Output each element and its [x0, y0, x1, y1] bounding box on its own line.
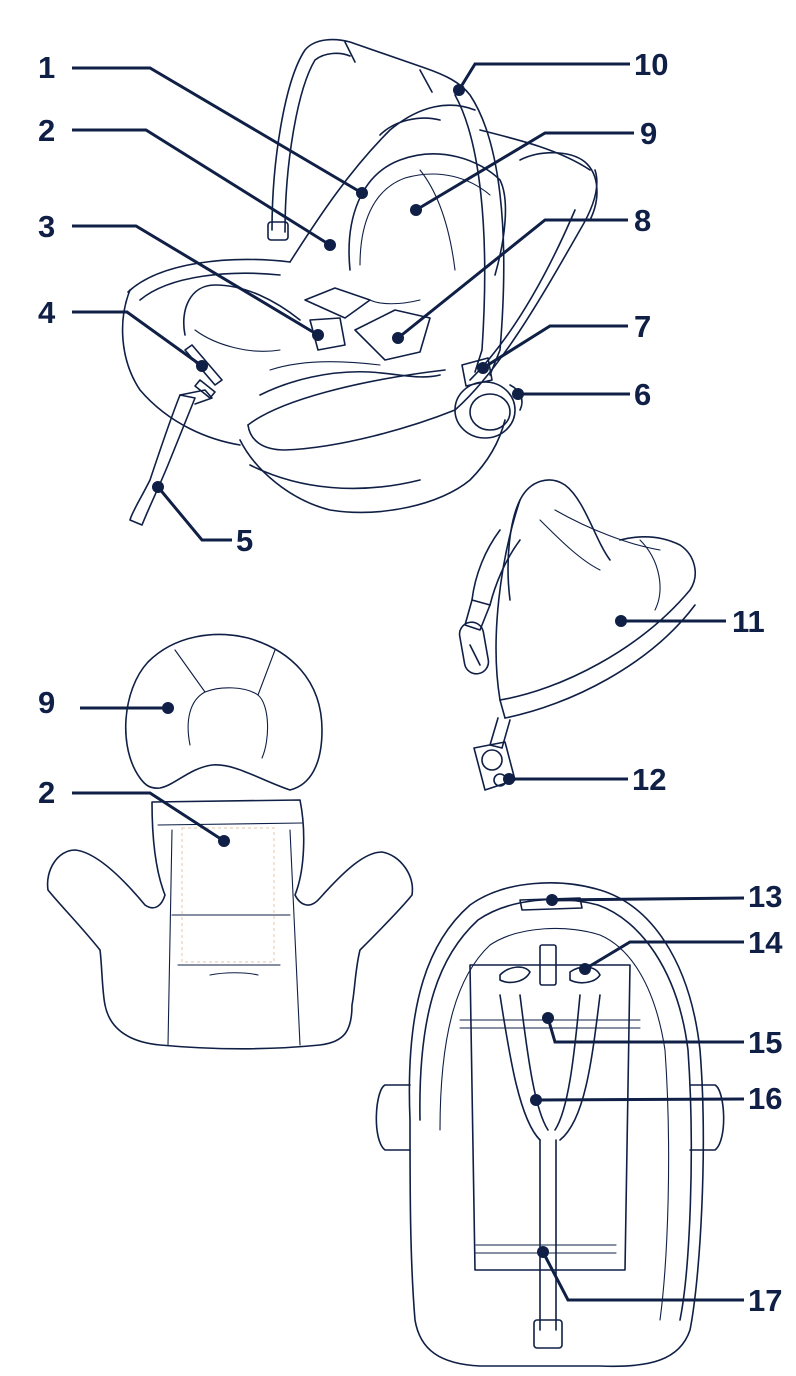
callout-6: 6 — [634, 377, 651, 412]
callout-1: 1 — [38, 50, 55, 85]
callout-10: 10 — [634, 47, 668, 82]
callout-3: 3 — [38, 209, 55, 244]
canopy-illustration — [458, 480, 696, 790]
callout-2: 2 — [38, 113, 55, 148]
callout-2-insert: 2 — [38, 775, 55, 810]
callout-4: 4 — [38, 295, 56, 330]
callout-8: 8 — [634, 203, 651, 238]
callout-leaders — [72, 64, 744, 1300]
callout-9-insert: 9 — [38, 685, 55, 720]
callout-11: 11 — [732, 604, 765, 639]
shell-underside-illustration — [376, 883, 723, 1366]
callout-15: 15 — [748, 1025, 782, 1060]
callout-16: 16 — [748, 1081, 782, 1116]
callout-5: 5 — [236, 523, 253, 558]
callout-7: 7 — [634, 309, 651, 344]
callout-17: 17 — [748, 1283, 782, 1318]
callout-9: 9 — [640, 116, 657, 151]
car-seat-illustration — [123, 40, 597, 525]
callout-13: 13 — [748, 879, 782, 914]
insert-illustration — [48, 635, 413, 1049]
callout-12: 12 — [632, 762, 666, 797]
callout-14: 14 — [748, 925, 783, 960]
